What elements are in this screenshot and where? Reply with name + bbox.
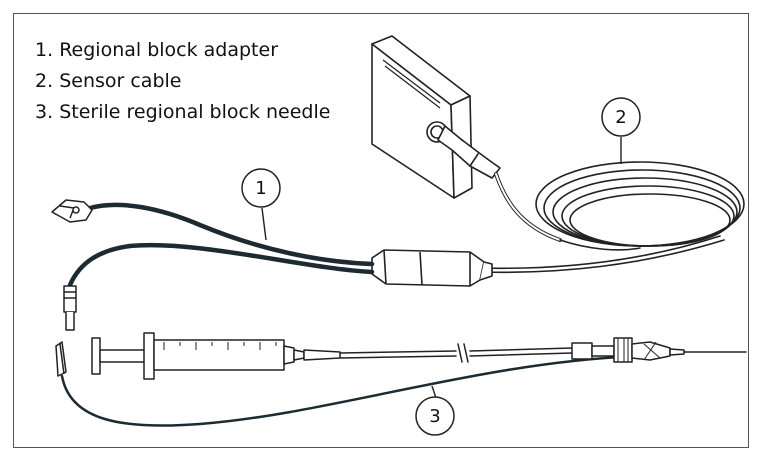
pin-connector: [63, 285, 77, 331]
callout-leader: [261, 207, 267, 241]
callout-label-sensor-cable: 2: [615, 107, 626, 128]
legend-item-adapter: 1. Regional block adapter: [35, 35, 330, 66]
needle-tubing: [339, 343, 573, 363]
callout-circle: [241, 168, 281, 208]
legend-text: Sensor cable: [59, 70, 182, 92]
legend-text: Regional block adapter: [59, 39, 279, 61]
legend-number: 2.: [35, 70, 54, 92]
callout-1: 1: [241, 168, 281, 241]
callout-circle: [415, 396, 455, 436]
electrode-clip: [51, 199, 93, 223]
callout-leader: [431, 385, 437, 399]
needle-cable-tip: [55, 341, 67, 377]
sensor-cable: [437, 125, 745, 274]
needle-hub: [571, 337, 685, 363]
regional-block-adapter: [371, 249, 493, 287]
callout-2: 2: [601, 97, 641, 164]
callout-label-adapter: 1: [255, 178, 266, 199]
adapter-leads: [67, 202, 375, 288]
monitor-device: [371, 35, 473, 199]
callout-label-needle: 3: [429, 406, 440, 427]
syringe: [91, 332, 341, 380]
legend-list: 1. Regional block adapter 2. Sensor cabl…: [35, 35, 330, 128]
legend-item-sensor-cable: 2. Sensor cable: [35, 66, 330, 97]
needle-cable: [60, 354, 642, 427]
callout-circle: [601, 97, 641, 137]
legend-text: Sterile regional block needle: [59, 101, 331, 123]
legend-number: 1.: [35, 39, 54, 61]
callout-3: 3: [415, 385, 455, 436]
legend-number: 3.: [35, 101, 54, 123]
legend-item-needle: 3. Sterile regional block needle: [35, 97, 330, 128]
